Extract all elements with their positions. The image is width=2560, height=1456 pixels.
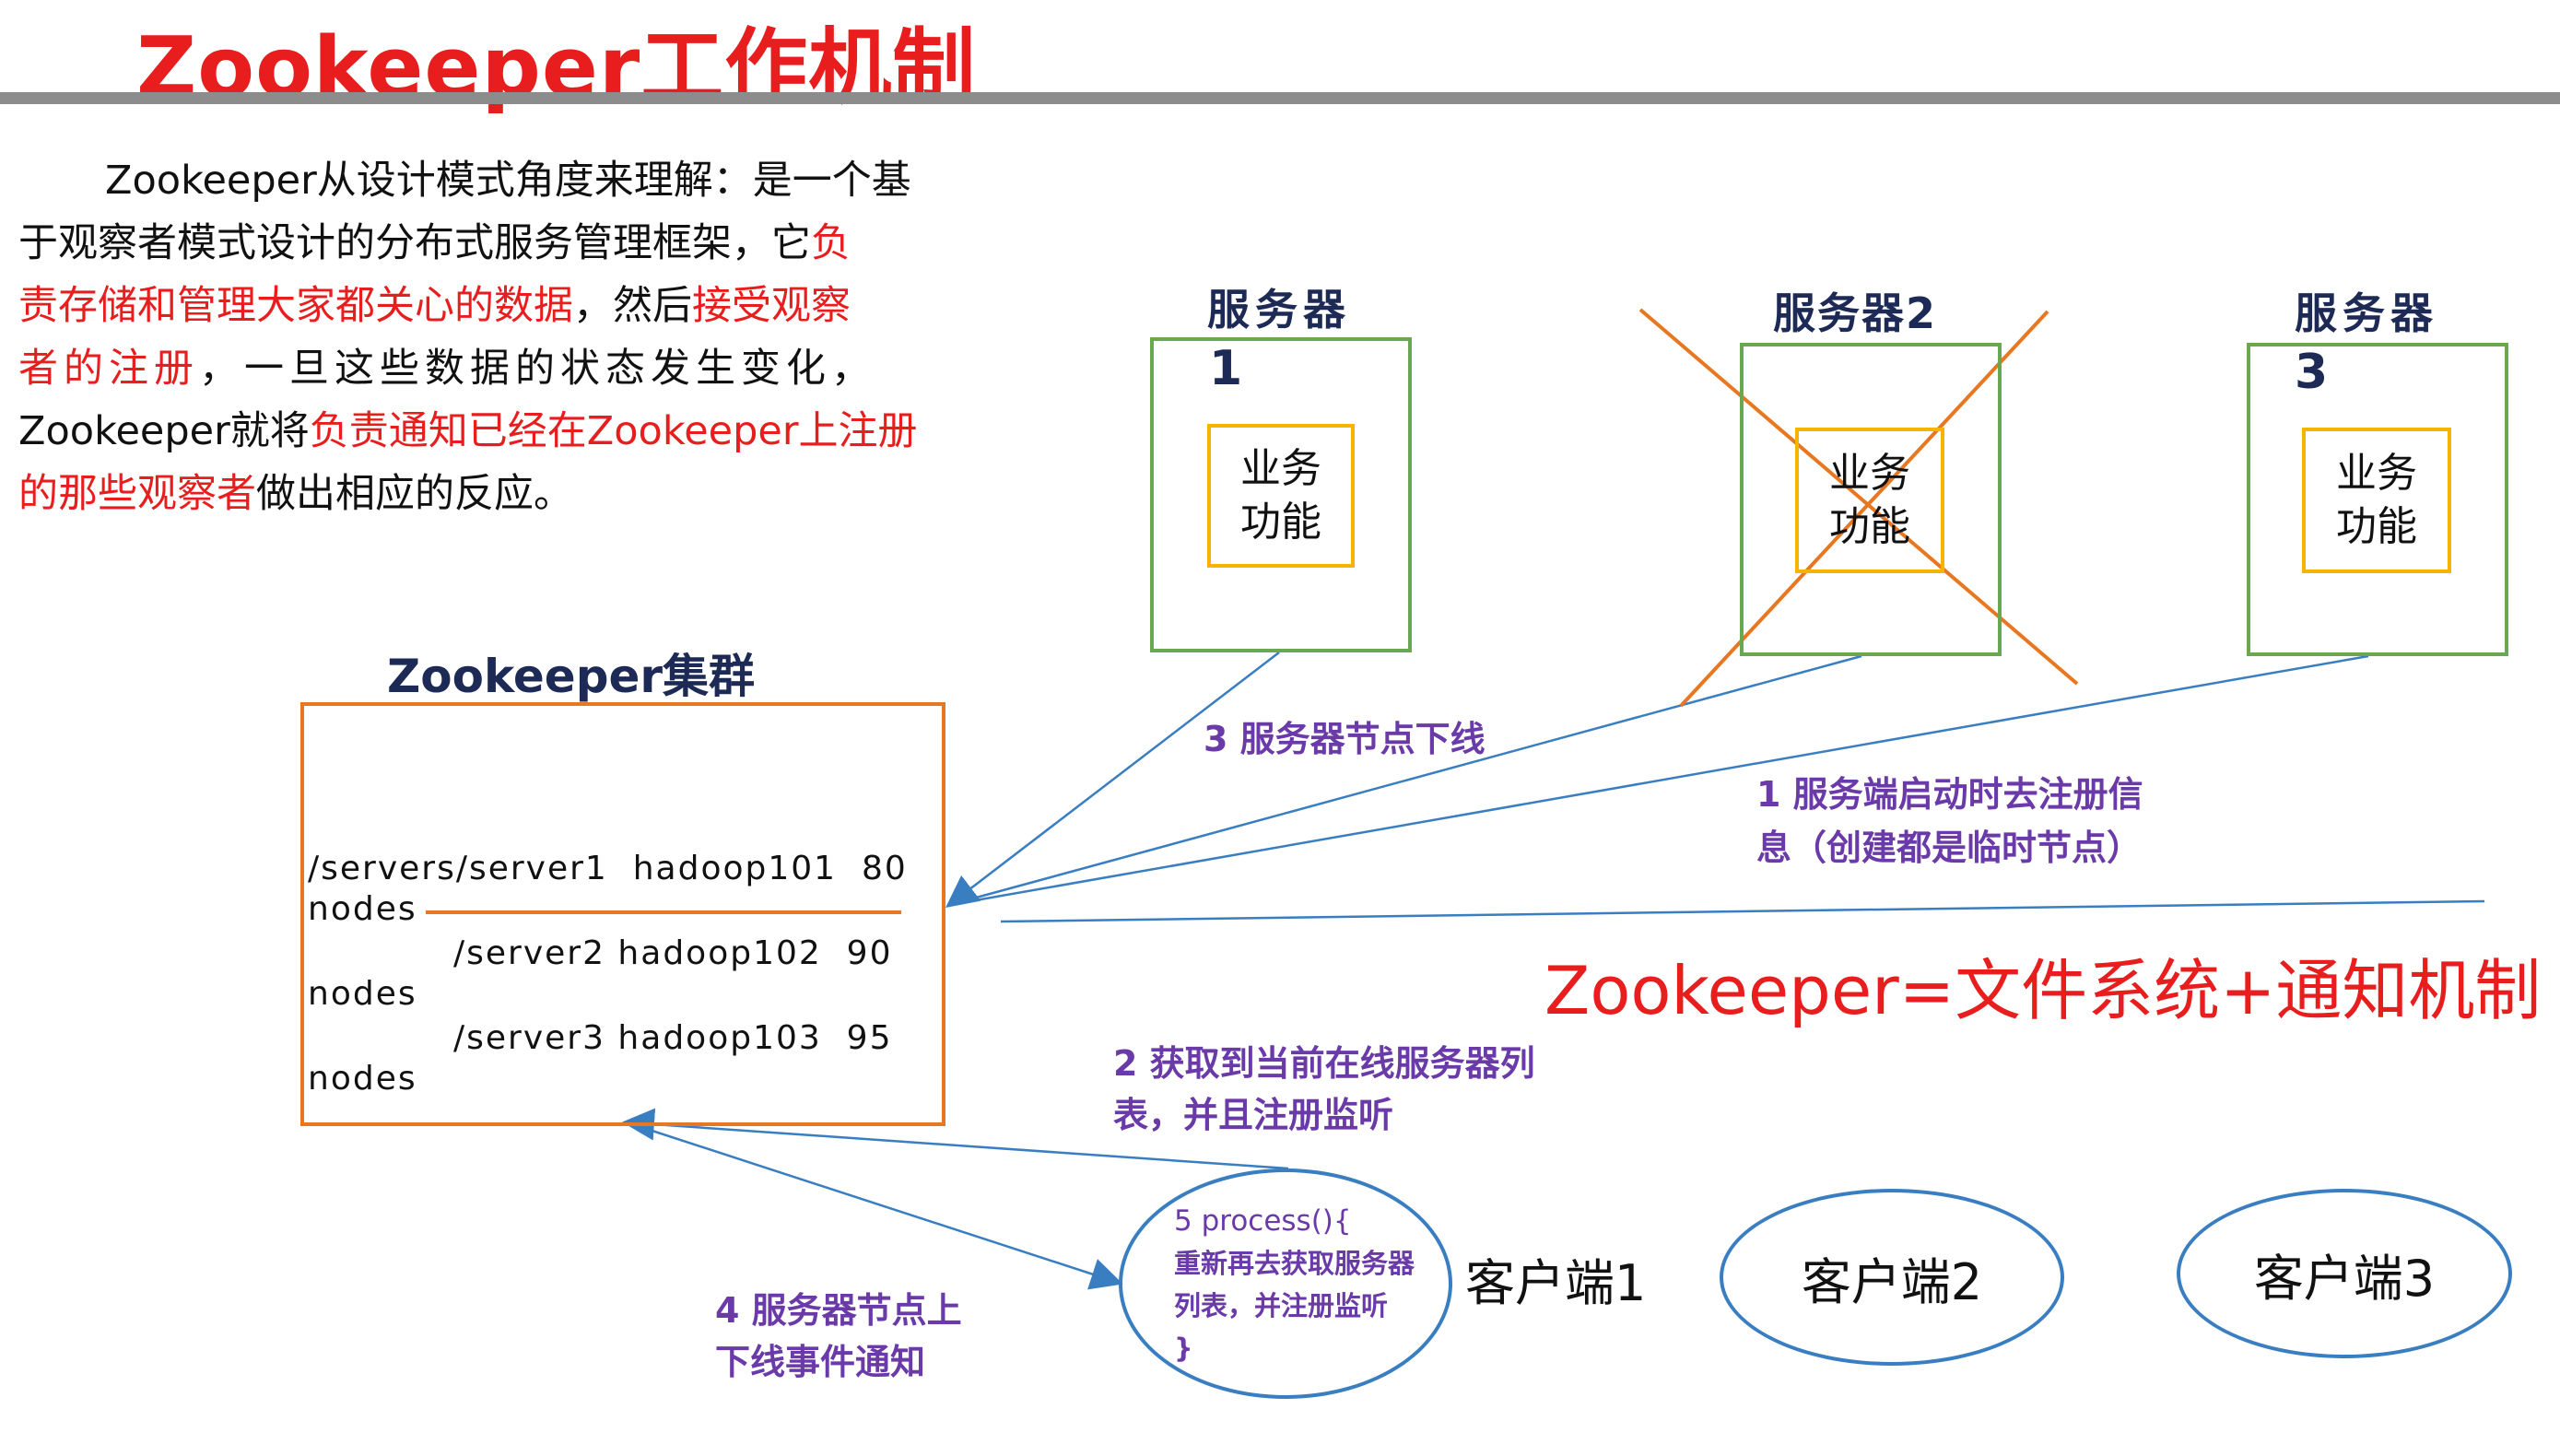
cluster-nodes-2: nodes: [308, 975, 417, 1013]
step5-label-d: }: [1174, 1333, 1193, 1364]
title-divider: [0, 92, 2560, 104]
line-formula-rule: [1000, 899, 2485, 923]
intro-line-3c: 接受观察: [692, 283, 851, 329]
cluster-row-server2: /server2 hadoop102 90: [453, 934, 893, 972]
intro-line-5b: 负责通知已经在Zookeeper上注册: [309, 408, 918, 454]
step2-label-b: 表，并且注册监听: [1113, 1095, 1394, 1135]
cluster-box: [300, 702, 945, 1126]
client2-ellipse: 客户端2: [1720, 1189, 2064, 1366]
step5-label-c: 列表，并注册监听: [1174, 1290, 1389, 1321]
cluster-title: Zookeeper集群: [387, 650, 756, 703]
arrow-cluster-to-client: [626, 1121, 1123, 1290]
server1-function-box: 业务 功能: [1207, 424, 1355, 568]
intro-paragraph: Zookeeper从设计模式角度来理解：是一个基 于观察者模式设计的分布式服务管…: [18, 149, 977, 525]
step4-label-a: 4 服务器节点上: [715, 1290, 962, 1331]
cluster-row-server1: /servers/server1 hadoop101 80: [308, 850, 908, 887]
step1-label-b: 息（创建都是临时节点）: [1756, 828, 2143, 868]
intro-line-4b: ，一旦这些数据的状态发生变化，: [199, 346, 876, 392]
server1-label: 服务器: [1207, 285, 1351, 335]
server3-box: [2247, 343, 2508, 656]
step3-label: 3 服务器节点下线: [1204, 719, 1486, 759]
server2-label: 服务器2: [1773, 288, 1938, 338]
server3-number: 3: [2295, 345, 2334, 400]
intro-line-3a: 责存储和管理大家都关心的数据: [18, 283, 573, 329]
intro-line-1: Zookeeper从设计模式角度来理解：是一个基: [105, 158, 911, 204]
step4-label-b: 下线事件通知: [715, 1342, 926, 1382]
intro-line-5a: Zookeeper就将: [18, 408, 310, 454]
intro-line-6a: 的那些观察者: [18, 471, 256, 517]
arrow-server3-to-cluster: [948, 654, 2369, 907]
server1-number: 1: [1209, 341, 1249, 396]
zookeeper-formula: Zookeeper=文件系统+通知机制: [1544, 952, 2542, 1029]
client3-ellipse: 客户端3: [2177, 1189, 2512, 1358]
server3-label: 服务器: [2295, 288, 2438, 338]
client1-ellipse: [1119, 1168, 1452, 1399]
client2-label: 客户端2: [1801, 1252, 1983, 1311]
client1-label: 客户端1: [1465, 1254, 1647, 1312]
cluster-row-server3: /server3 hadoop103 95: [453, 1019, 893, 1057]
arrow-server2-to-cluster: [948, 654, 1862, 907]
cluster-nodes-1: nodes: [308, 890, 417, 928]
step1-label-a: 1 服务端启动时去注册信: [1756, 774, 2143, 815]
server1-box: [1150, 337, 1412, 652]
cluster-nodes-3: nodes: [308, 1060, 417, 1098]
intro-line-3b: ，然后: [573, 283, 692, 329]
intro-line-2a: 于观察者模式设计的分布式服务管理框架，它: [18, 220, 811, 266]
step2-label-a: 2 获取到当前在线服务器列: [1113, 1043, 1535, 1084]
server3-function-box: 业务 功能: [2302, 428, 2451, 573]
client3-label: 客户端3: [2253, 1249, 2436, 1308]
intro-line-6b: 做出相应的反应。: [256, 471, 573, 517]
step5-label-b: 重新再去获取服务器: [1174, 1248, 1415, 1279]
intro-line-2b: 负: [811, 220, 851, 266]
intro-line-4a: 者的注册: [18, 346, 199, 392]
cross-line-1: [1638, 308, 2079, 686]
step5-label-a: 5 process(){: [1174, 1204, 1352, 1238]
arrow-server1-to-cluster: [945, 652, 1280, 909]
arrow-client-to-cluster: [622, 1108, 1289, 1170]
server2-function-box: 业务 功能: [1795, 428, 1944, 573]
server2-box: [1740, 343, 2002, 656]
